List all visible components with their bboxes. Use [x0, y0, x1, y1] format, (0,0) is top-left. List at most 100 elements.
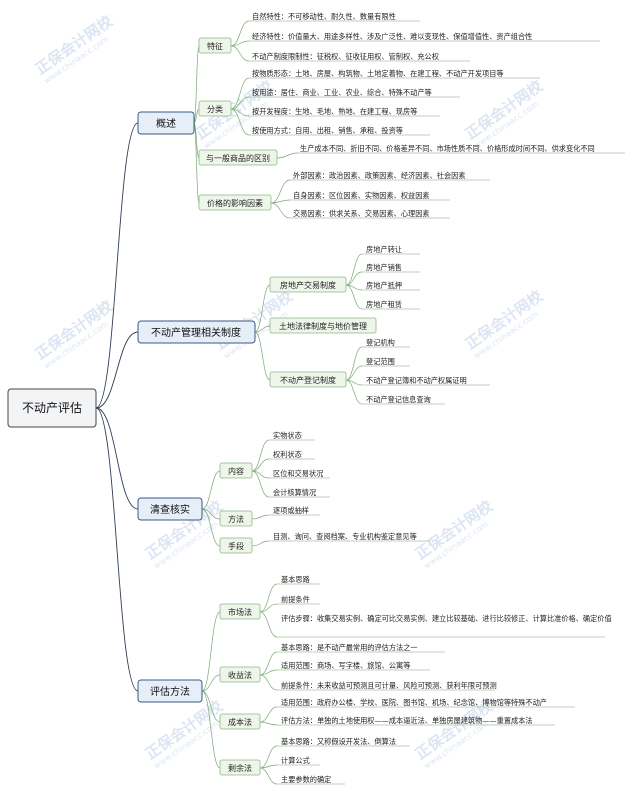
- branch-label: 评估方法: [150, 685, 190, 698]
- node-box: [269, 371, 347, 388]
- connector-line: [254, 331, 271, 381]
- node-method[interactable]: 方法: [219, 510, 253, 527]
- node-label: 市场法: [228, 607, 252, 617]
- connector-line: [259, 603, 278, 613]
- node-label: 分类: [207, 104, 223, 114]
- connector-line: [345, 346, 363, 381]
- leaf-text: 登记范围: [366, 357, 395, 366]
- watermark: 正保会计网校 www.chinaacc.com: [462, 76, 547, 150]
- node-income-approach[interactable]: 收益法: [219, 666, 261, 683]
- connector-line: [230, 96, 250, 110]
- connector-line: [251, 439, 270, 472]
- leaf-text: 不动产登记簿和不动产权属证明: [366, 376, 467, 385]
- branch-box: [137, 679, 203, 703]
- node-box: [219, 666, 261, 683]
- leaf-text: 房地产转让: [366, 245, 402, 254]
- watermark: 正保会计网校 www.chinaacc.com: [462, 286, 547, 360]
- connector-line: [270, 199, 291, 204]
- connector-line: [251, 514, 270, 520]
- leaf-text: 房地产租赁: [366, 300, 402, 309]
- leaf-text: 实物状态: [273, 431, 302, 440]
- watermark: 正保会计网校 www.chinaacc.com: [142, 696, 227, 770]
- connector-line: [201, 690, 221, 723]
- connector-line: [276, 152, 299, 159]
- branch-box: [137, 497, 203, 521]
- watermark: 正保会计网校 www.chinaacc.com: [412, 496, 497, 570]
- connector-line: [259, 721, 278, 726]
- node-label: 房地产交易制度: [280, 280, 336, 290]
- leaf-text: 房地产销售: [366, 263, 402, 272]
- connector-line: [201, 690, 221, 769]
- leaf-text: 逐项或抽样: [273, 506, 309, 515]
- connector-line: [254, 284, 271, 333]
- node-content[interactable]: 内容: [219, 462, 253, 479]
- connector-line: [345, 365, 363, 381]
- branch-label: 清查核实: [150, 503, 190, 516]
- node-label: 特征: [207, 41, 223, 51]
- connector-line: [95, 407, 139, 510]
- node-means[interactable]: 手段: [219, 537, 253, 554]
- leaf-text: 前提条件: [281, 595, 310, 604]
- leaf-text: 自然特性：不可移动性、耐久性、数量有限性: [252, 12, 396, 21]
- node-label: 土地法律制度与地价管理: [279, 321, 367, 331]
- node-registration-system[interactable]: 不动产登记制度: [269, 371, 347, 388]
- node-classification[interactable]: 分类: [198, 100, 232, 117]
- connector-line: [251, 540, 270, 547]
- connector-line: [95, 122, 139, 409]
- node-box: [198, 149, 278, 166]
- node-difference-from-goods[interactable]: 与一般商品的区别: [198, 149, 278, 166]
- node-transaction-system[interactable]: 房地产交易制度: [269, 276, 347, 293]
- node-cost-approach[interactable]: 成本法: [219, 713, 261, 730]
- node-residual-approach[interactable]: 剩余法: [219, 759, 261, 776]
- leaf-text: 自身因素：区位因素、实物因素、权益因素: [293, 191, 430, 200]
- node-label: 与一般商品的区别: [206, 153, 270, 163]
- node-label: 方法: [228, 514, 244, 524]
- node-box: [198, 37, 232, 54]
- connector-line: [95, 407, 139, 692]
- connector-line: [95, 331, 139, 409]
- node-box: [219, 462, 253, 479]
- leaf-text: 按用途：居住、商业、工业、农业、综合、特殊不动产等: [252, 88, 432, 97]
- connector-line: [259, 583, 278, 613]
- connector-line: [251, 470, 270, 498]
- branch-valuation-methods[interactable]: 评估方法: [137, 679, 203, 703]
- connector-line: [259, 764, 278, 769]
- node-box: [269, 317, 377, 334]
- branch-inventory-check[interactable]: 清查核实: [137, 497, 203, 521]
- leaf-text: 主要参数的确定: [281, 775, 331, 784]
- connector-line: [230, 77, 250, 110]
- root-node[interactable]: 不动产评估: [7, 388, 97, 428]
- branch-management-system[interactable]: 不动产管理相关制度: [137, 320, 256, 344]
- node-box: [198, 194, 272, 211]
- connector-line: [254, 325, 271, 333]
- connector-line: [230, 45, 250, 62]
- root-box: [7, 388, 97, 428]
- node-market-approach[interactable]: 市场法: [219, 603, 261, 620]
- leaf-text: 不动产登记信息查询: [366, 395, 431, 404]
- leaf-text: 房地产抵押: [366, 281, 402, 290]
- watermark: 正保会计网校 www.chinaacc.com: [412, 696, 497, 770]
- node-box: [219, 603, 261, 620]
- branch-box: [137, 320, 256, 344]
- connector-line: [259, 611, 278, 638]
- branch-box: [137, 111, 195, 135]
- leaf-text: 计算公式: [281, 756, 310, 765]
- node-land-law[interactable]: 土地法律制度与地价管理: [269, 317, 377, 334]
- node-characteristics[interactable]: 特征: [198, 37, 232, 54]
- connector-line: [345, 379, 363, 405]
- leaf-text: 按使用方式：自用、出租、销售、承租、投资等: [252, 126, 403, 135]
- leaf-text: 基本思路：是不动产最常用的评估方法之一: [281, 643, 418, 652]
- leaf-text: 适用范围：政府办公楼、学校、医院、图书馆、机场、纪念馆、博物馆等特殊不动产: [281, 698, 547, 707]
- connector-line: [259, 767, 278, 785]
- branch-overview[interactable]: 概述: [137, 111, 195, 135]
- leaf-text: 按开发程度：生地、毛地、熟地、在建工程、现房等: [252, 107, 417, 116]
- connector-line: [259, 651, 278, 676]
- connector-line: [193, 108, 200, 124]
- connector-line: [193, 122, 200, 204]
- connector-line: [230, 40, 250, 47]
- leaf-text: 不动产制度限制性：征税权、征收征用权、管制权、充公权: [252, 52, 439, 61]
- node-price-factors[interactable]: 价格的影响因素: [198, 194, 272, 211]
- node-box: [198, 100, 232, 117]
- connector-line: [193, 45, 200, 124]
- node-box: [219, 759, 261, 776]
